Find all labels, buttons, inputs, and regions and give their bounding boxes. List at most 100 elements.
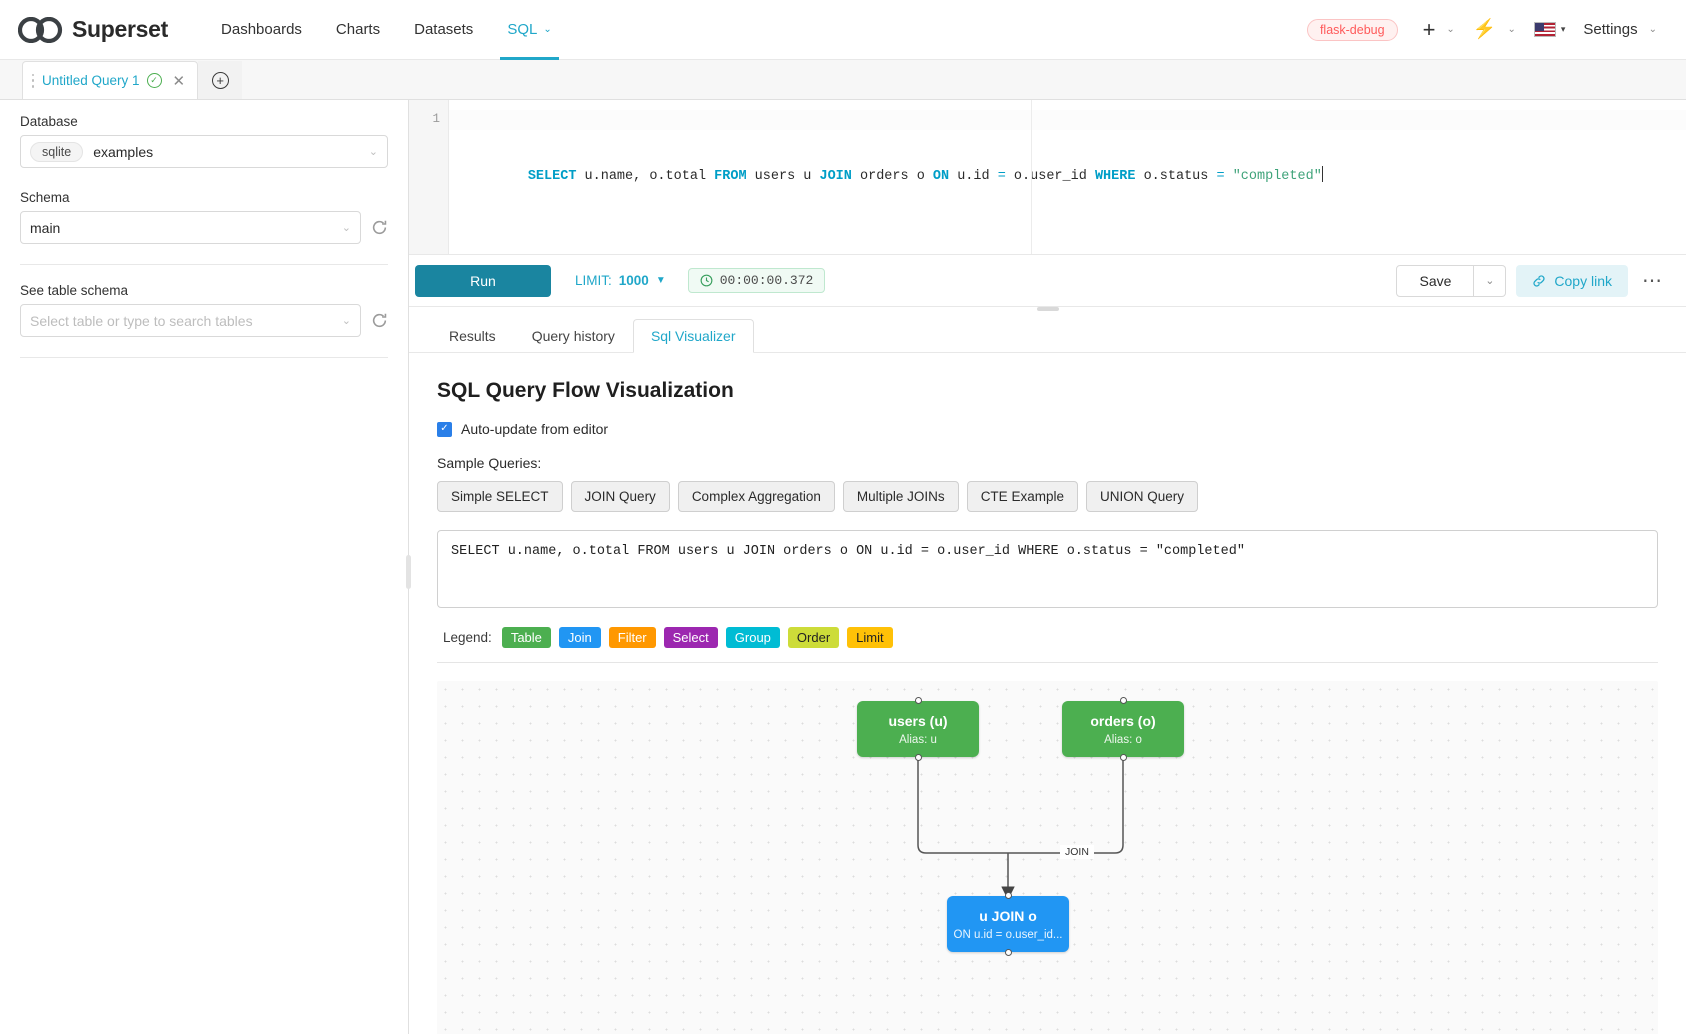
database-label: Database [20,114,78,129]
run-toolbar: Run LIMIT: 1000 ▼ 00:00:00.372 Save ⌄ [409,255,1686,311]
nav-links: Dashboards Charts Datasets SQL ⌄ [204,0,569,60]
chevron-down-icon: ⌄ [341,315,351,327]
schema-label: Schema [20,190,70,205]
chevron-down-icon: ⌄ [1446,24,1455,35]
node-port-top [914,697,922,704]
right-editor-panel: 1 SELECT u.name, o.total FROM users u JO… [409,100,1686,1034]
superset-logo[interactable]: Superset [18,16,168,43]
table-select-placeholder: Select table or type to search tables [30,312,253,329]
auto-update-label: Auto-update from editor [461,421,609,437]
chevron-down-icon: ⌄ [368,146,378,158]
nav-label: Charts [335,21,381,38]
node-title: u JOIN o [979,907,1037,924]
limit-dropdown[interactable]: LIMIT: 1000 ▼ [575,273,666,288]
database-select[interactable]: sqlite examples ⌄ [20,135,388,168]
node-subtitle: Alias: o [1104,733,1142,746]
chevron-down-icon: ⌄ [543,24,552,35]
flow-node-join[interactable]: u JOIN o ON u.id = o.user_id... [947,892,1069,956]
tab-sql-visualizer[interactable]: Sql Visualizer [632,319,754,353]
sql-visualizer-panel: SQL Query Flow Visualization ✓ Auto-upda… [409,353,1686,1034]
legend-chip-filter: Filter [608,627,656,648]
superset-infinity-icon [18,16,63,43]
editor-code-area[interactable]: SELECT u.name, o.total FROM users u JOIN… [449,100,1686,254]
link-icon [1533,274,1546,287]
navbar-right: flask-debug + ⌄ ⚡ ⌄ ▾ Settings ⌄ [1306,15,1664,45]
add-query-tab-button[interactable]: + [198,61,243,99]
nav-link-datasets[interactable]: Datasets [397,0,490,60]
legend: Legend: Table Join Filter Select Group O… [437,613,1658,663]
query-timer: 00:00:00.372 [687,268,826,293]
save-button-group: Save ⌄ [1396,264,1507,297]
sample-query-complex-aggregation[interactable]: Complex Aggregation [677,481,835,512]
drag-handle-icon[interactable] [31,73,35,88]
nav-label: Dashboards [221,21,302,38]
flow-node-users[interactable]: users (u) Alias: u [857,697,979,761]
tab-label: Sql Visualizer [650,328,736,344]
line-number: 1 [432,112,440,126]
editor-print-margin [1031,100,1032,254]
panel-divider-2 [20,357,388,358]
tab-query-history[interactable]: Query history [514,319,633,353]
node-subtitle: Alias: u [899,733,937,746]
sample-query-simple-select[interactable]: Simple SELECT [437,481,563,512]
alerts-menu-button[interactable]: ⚡ ⌄ [1466,16,1523,43]
node-port-bottom [1004,949,1012,956]
close-icon[interactable]: ✕ [172,72,186,90]
active-line-highlight [449,110,1686,130]
refresh-tables-icon[interactable] [371,312,388,329]
table-schema-row: Select table or type to search tables ⌄ [20,304,388,337]
language-menu-button[interactable]: ▾ [1527,18,1573,41]
refresh-schema-icon[interactable] [371,219,388,236]
copy-link-label: Copy link [1554,272,1612,289]
save-button[interactable]: Save [1396,264,1475,297]
panel-resize-handle[interactable] [406,555,411,589]
more-options-icon[interactable]: ⋯ [1642,269,1662,292]
flow-canvas[interactable]: users (u) Alias: u orders (o) Alias: o u… [437,681,1658,1034]
result-tabs: Results Query history Sql Visualizer [409,307,1686,353]
chevron-down-icon: ⌄ [1507,24,1516,35]
copy-link-button[interactable]: Copy link [1516,264,1628,297]
schema-value: main [30,219,61,236]
tab-label: Results [449,328,496,344]
text-cursor [1321,166,1323,182]
limit-value: 1000 [618,273,649,288]
new-menu-button[interactable]: + ⌄ [1416,15,1462,45]
visualizer-query-input[interactable]: SELECT u.name, o.total FROM users u JOIN… [437,530,1658,608]
node-port-bottom [1119,754,1127,761]
caret-down-icon: ▼ [655,275,666,286]
top-navbar: Superset Dashboards Charts Datasets SQL … [0,0,1686,60]
editor-splitter-handle[interactable] [1036,307,1059,311]
nav-link-dashboards[interactable]: Dashboards [204,0,319,60]
settings-label: Settings [1583,21,1638,38]
run-button[interactable]: Run [415,264,551,297]
table-select[interactable]: Select table or type to search tables ⌄ [20,304,361,337]
auto-update-checkbox[interactable]: ✓ [437,421,452,437]
node-port-top [1119,697,1127,704]
panel-divider [20,264,388,265]
query-tab-bar: Untitled Query 1 ✓ ✕ + [0,60,1686,100]
sql-editor[interactable]: 1 SELECT u.name, o.total FROM users u JO… [409,100,1686,255]
query-tab-label: Untitled Query 1 [42,73,140,88]
bolt-icon: ⚡ [1472,19,1497,40]
nav-link-sql[interactable]: SQL ⌄ [490,0,568,60]
flow-node-orders[interactable]: orders (o) Alias: o [1062,697,1184,761]
check-circle-icon: ✓ [146,73,162,88]
query-tab-untitled-query-1[interactable]: Untitled Query 1 ✓ ✕ [22,61,199,99]
node-port-bottom [914,754,922,761]
nav-link-charts[interactable]: Charts [319,0,397,60]
node-subtitle: ON u.id = o.user_id... [953,928,1063,941]
legend-chip-table: Table [501,627,551,648]
workspace: Database sqlite examples ⌄ Schema main ⌄… [0,100,1686,1034]
settings-menu-button[interactable]: Settings ⌄ [1576,17,1664,42]
save-dropdown-button[interactable]: ⌄ [1474,264,1507,297]
sample-query-cte-example[interactable]: CTE Example [966,481,1078,512]
schema-select[interactable]: main ⌄ [20,211,361,244]
database-engine-chip: sqlite [30,141,84,162]
sample-queries-label: Sample Queries: [437,455,542,471]
sample-query-join-query[interactable]: JOIN Query [570,481,670,512]
left-query-panel: Database sqlite examples ⌄ Schema main ⌄… [0,100,411,1034]
tab-results[interactable]: Results [431,319,514,353]
run-toolbar-right: Save ⌄ Copy link ⋯ [1396,264,1666,297]
sample-query-multiple-joins[interactable]: Multiple JOINs [842,481,959,512]
sample-query-union-query[interactable]: UNION Query [1085,481,1198,512]
